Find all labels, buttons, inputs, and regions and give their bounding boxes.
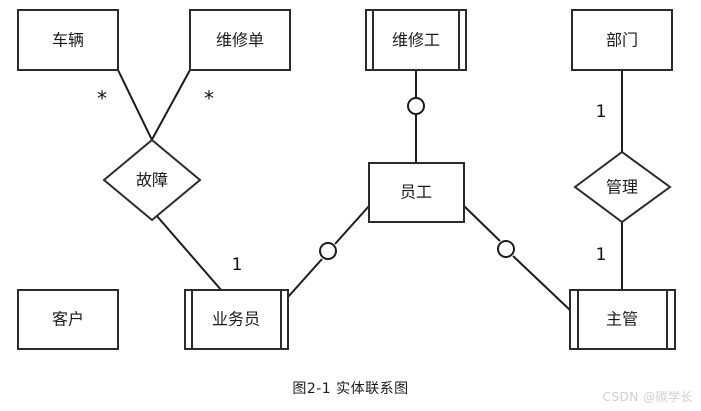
entity-department[interactable]: 部门: [571, 9, 673, 71]
entity-department-box[interactable]: [571, 9, 673, 71]
cardinality-repair-order-fault: *: [204, 87, 214, 111]
connector-repair-order-to-fault: [148, 69, 191, 146]
connector-employee-to-supervisor-lower: [512, 255, 572, 312]
relationship-management-diamond[interactable]: [573, 150, 672, 224]
connector-employee-to-salesperson-upper: [334, 205, 370, 245]
entity-repairman[interactable]: 维修工: [365, 9, 467, 71]
entity-employee-box[interactable]: [368, 162, 465, 223]
entity-repairman-box[interactable]: [365, 9, 467, 71]
entity-employee[interactable]: 员工: [368, 162, 465, 223]
entity-customer[interactable]: 客户: [17, 289, 119, 350]
relationship-management[interactable]: 管理: [573, 150, 672, 224]
connector-fault-to-salesperson: [155, 214, 223, 292]
entity-repair-order-box[interactable]: [189, 9, 291, 71]
entity-supervisor[interactable]: 主管: [569, 289, 676, 350]
entity-repair-order[interactable]: 维修单: [189, 9, 291, 71]
entity-supervisor-box[interactable]: [569, 289, 676, 350]
entity-vehicle-box[interactable]: [17, 9, 119, 71]
csdn-watermark: CSDN @碳学长: [602, 390, 693, 404]
cardinality-department-management: 1: [596, 102, 607, 122]
entity-customer-box[interactable]: [17, 289, 119, 350]
connector-employee-to-salesperson-lower: [287, 258, 323, 298]
connector-vehicle-to-fault: [117, 69, 153, 141]
cardinality-fault-salesperson: 1: [232, 255, 243, 275]
cardinality-vehicle-fault: *: [97, 87, 107, 111]
entity-vehicle[interactable]: 车辆: [17, 9, 119, 71]
diagram-caption: 图2-1 实体联系图: [292, 381, 409, 397]
relationship-fault-diamond[interactable]: [102, 138, 202, 222]
connector-employee-to-supervisor-upper: [463, 205, 501, 242]
entity-salesperson[interactable]: 业务员: [184, 289, 289, 350]
association-circle-employee-salesperson: [319, 242, 337, 260]
connector-group: [117, 69, 623, 312]
relationship-fault[interactable]: 故障: [102, 138, 202, 222]
entity-salesperson-box[interactable]: [184, 289, 289, 350]
association-circle-repairman-employee: [407, 97, 425, 115]
association-circle-employee-supervisor: [497, 240, 515, 258]
cardinality-management-supervisor: 1: [596, 245, 607, 265]
